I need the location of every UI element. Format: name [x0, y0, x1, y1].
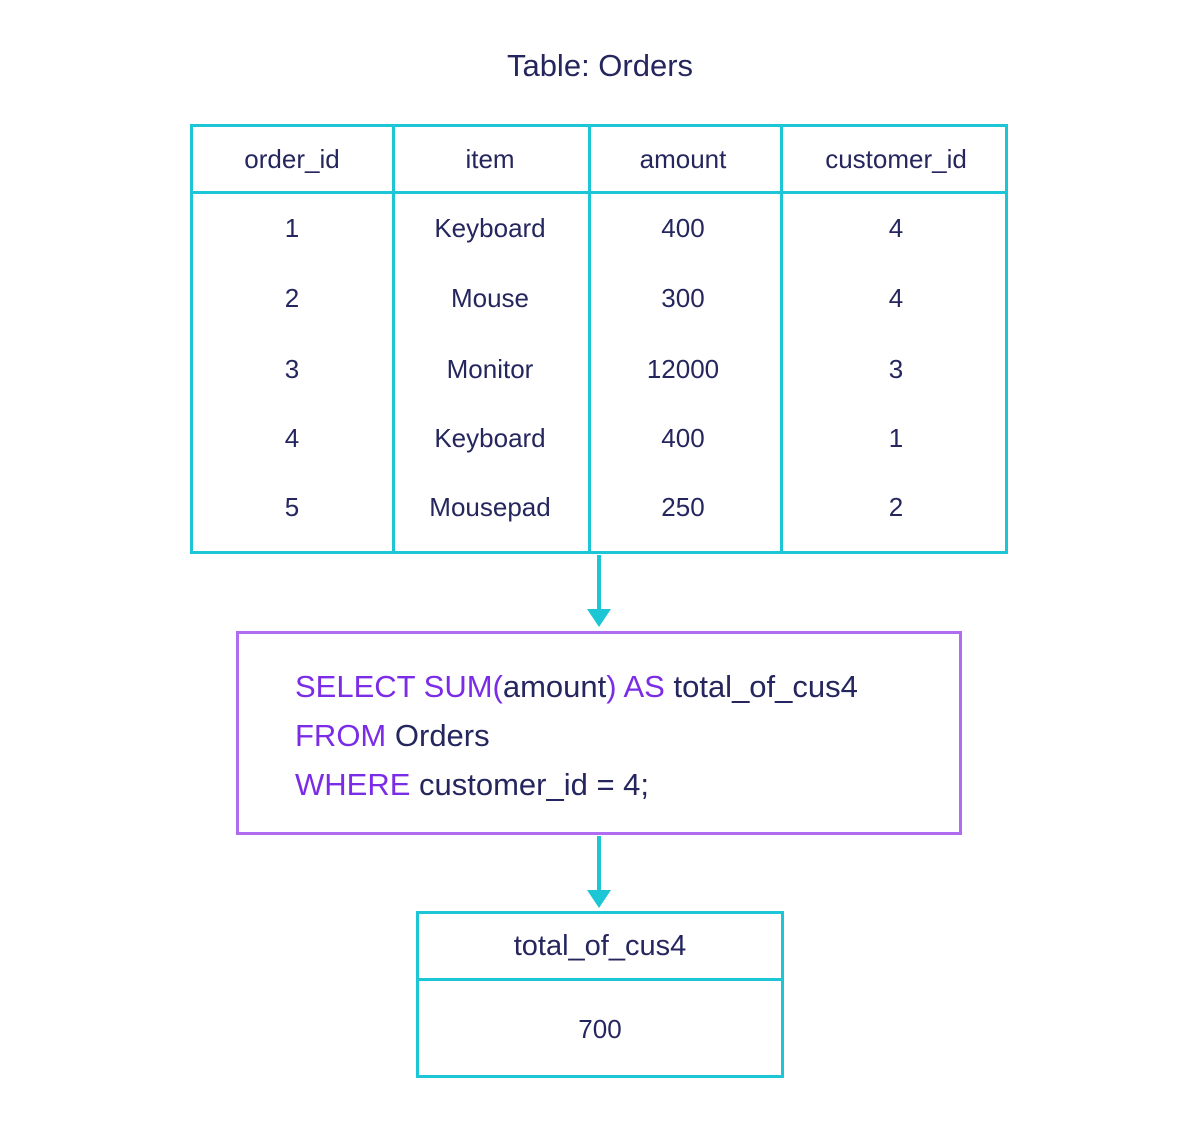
identifier: amount [502, 669, 607, 704]
query-line-from: FROM Orders [295, 718, 490, 754]
arrow-down-icon [587, 890, 611, 908]
query-line-where: WHERE customer_id = 4; [295, 767, 649, 803]
identifier: Orders [386, 718, 490, 753]
table-cell: 3 [284, 354, 300, 384]
table-cell: 250 [661, 492, 705, 522]
header-divider [193, 191, 1005, 194]
table-cell: 2 [888, 492, 904, 522]
table-cell: 5 [284, 492, 300, 522]
identifier: total_of_cus4 [664, 669, 858, 704]
table-cell: Monitor [446, 354, 534, 384]
table-cell: 4 [888, 213, 904, 243]
keyword: FROM [295, 718, 387, 753]
column-header: item [465, 144, 515, 174]
table-cell: 2 [284, 283, 300, 313]
keyword: SELECT SUM( [295, 669, 503, 704]
table-cell: 400 [661, 213, 705, 243]
table-cell: 400 [661, 423, 705, 453]
result-value: 700 [578, 1014, 622, 1044]
sql-query-box: SELECT SUM(amount) AS total_of_cus4 FROM… [236, 631, 962, 835]
table-cell: 3 [888, 354, 904, 384]
table-cell: 12000 [646, 354, 720, 384]
arrow-down-icon [587, 609, 611, 627]
table-cell: 4 [284, 423, 300, 453]
column-header: order_id [244, 144, 340, 174]
table-title: Table: Orders [506, 48, 694, 83]
table-cell: Mouse [450, 283, 530, 313]
table-cell: Keyboard [434, 423, 546, 453]
result-header: total_of_cus4 [513, 930, 687, 962]
column-divider [780, 127, 783, 551]
header-divider [419, 978, 781, 981]
column-divider [392, 127, 395, 551]
column-header: amount [639, 144, 727, 174]
query-line-select: SELECT SUM(amount) AS total_of_cus4 [295, 669, 858, 705]
column-divider [588, 127, 591, 551]
identifier: customer_id = 4; [410, 767, 650, 802]
arrow-line [597, 555, 601, 610]
table-cell: Keyboard [434, 213, 546, 243]
table-cell: Mousepad [429, 492, 551, 522]
table-cell: 4 [888, 283, 904, 313]
table-cell: 1 [888, 423, 904, 453]
table-cell: 1 [284, 213, 300, 243]
result-table: total_of_cus4 700 [416, 911, 784, 1078]
keyword: WHERE [295, 767, 411, 802]
keyword: ) AS [606, 669, 665, 704]
column-header: customer_id [825, 144, 967, 174]
table-cell: 300 [661, 283, 705, 313]
arrow-line [597, 836, 601, 891]
